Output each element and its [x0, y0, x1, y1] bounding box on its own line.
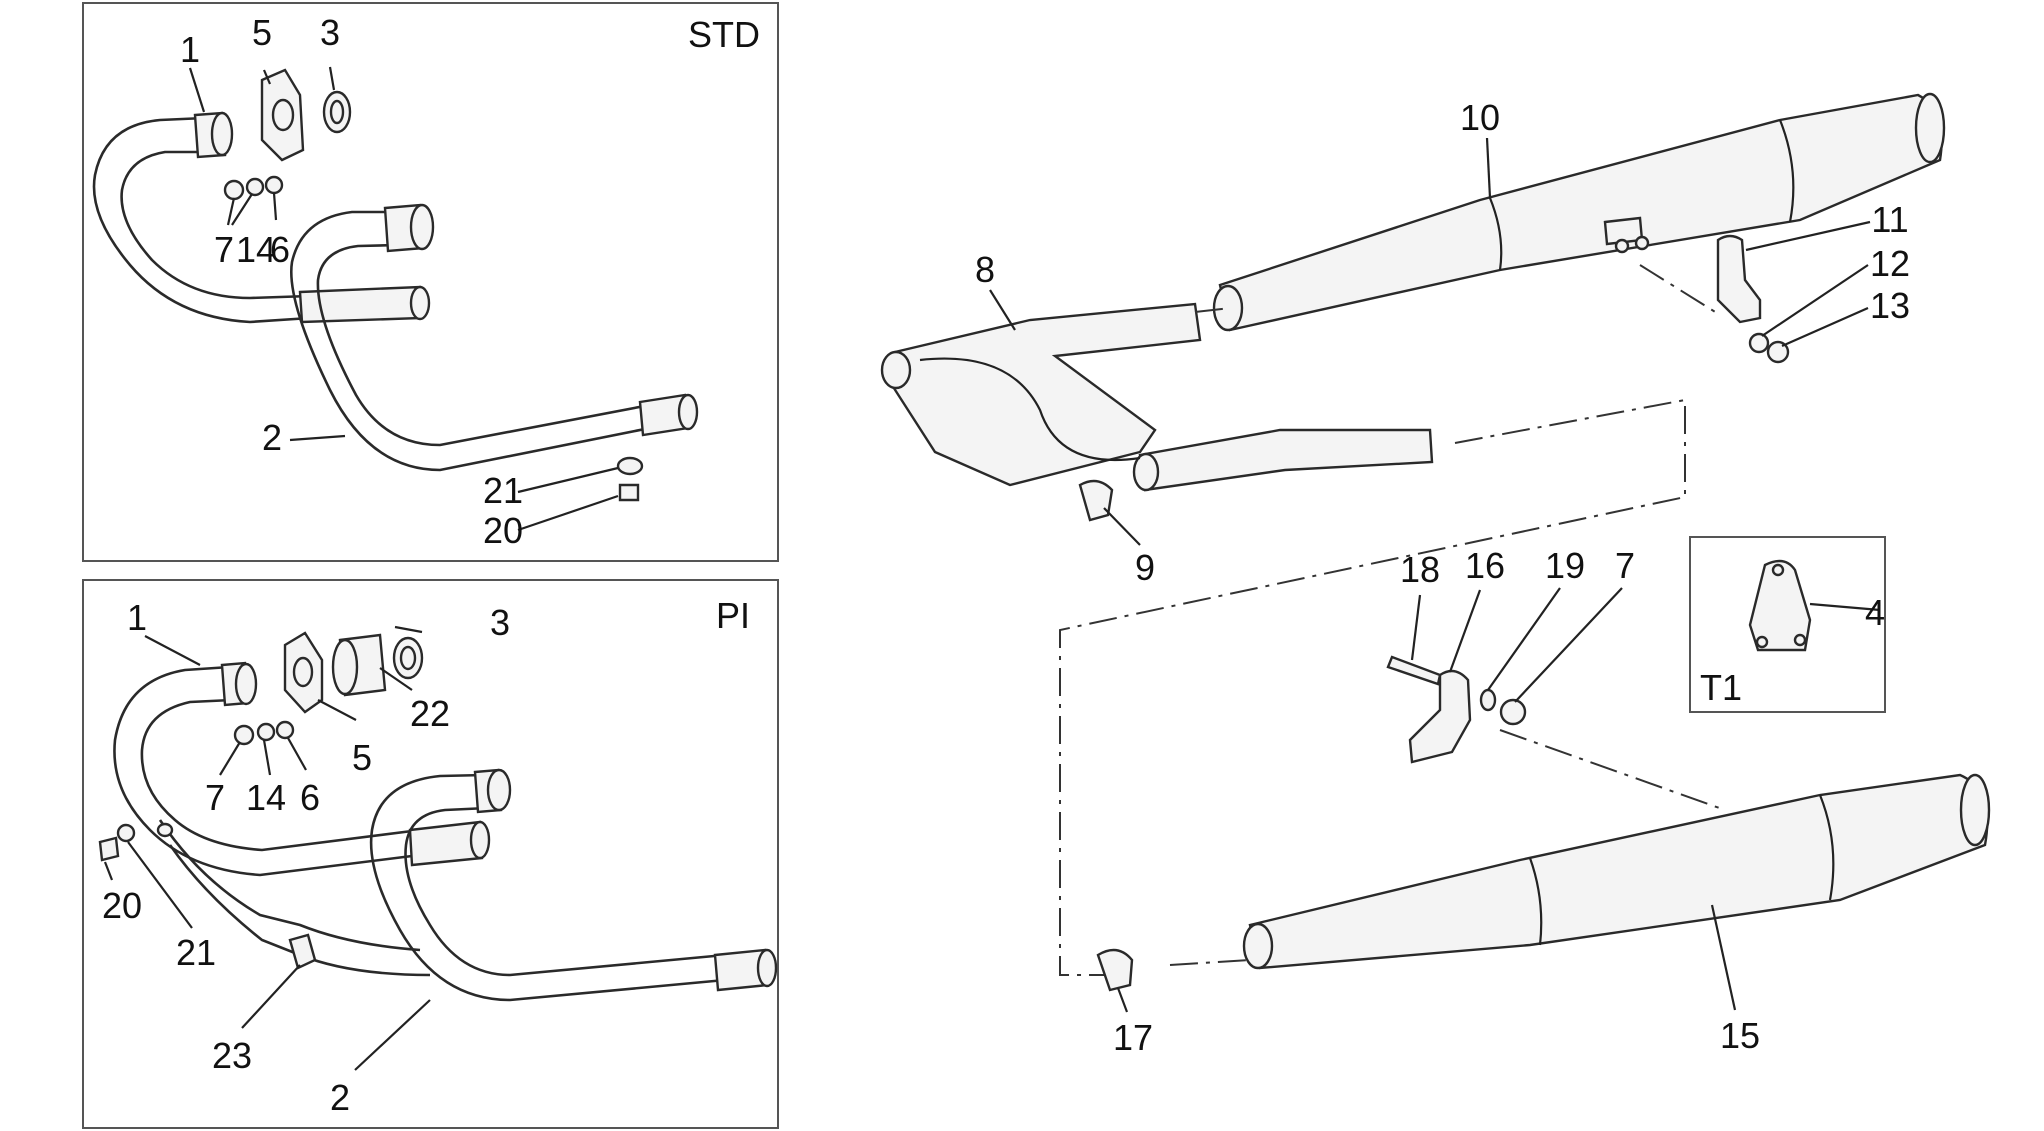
std-exhaust-pipe-2 [290, 203, 699, 472]
muffler-10 [1212, 92, 1946, 332]
callout-15: 15 [1720, 1015, 1760, 1056]
std-callout-21: 21 [483, 470, 523, 511]
muffler-15 [1242, 773, 1991, 970]
callout-8: 8 [975, 249, 995, 290]
bracket-11 [1716, 234, 1762, 324]
pi-panel-frame [82, 579, 779, 1129]
callout-9: 9 [1135, 547, 1155, 588]
pi-callout-7: 7 [205, 777, 225, 818]
callout-10: 10 [1460, 97, 1500, 138]
main-assembly: T1 10 11 12 13 8 9 18 16 19 7 4 17 15 [880, 92, 1991, 1058]
pi-clamp-23 [288, 933, 317, 970]
callout-11: 11 [1871, 199, 1908, 240]
nut-7 [1499, 698, 1527, 726]
pi-callout-21: 21 [176, 932, 216, 973]
pi-washer-6 [275, 720, 295, 740]
std-panel-label: STD [688, 14, 760, 55]
pi-callout-3: 3 [490, 602, 510, 643]
callout-18: 18 [1400, 549, 1440, 590]
std-callout-3: 3 [320, 12, 340, 53]
pi-washer-21 [116, 823, 136, 843]
t1-inset: T1 [1689, 536, 1886, 713]
std-callout-6: 6 [270, 229, 290, 270]
crossover-pipe-8 [880, 302, 1434, 492]
callout-16: 16 [1465, 545, 1505, 586]
std-flange-hole [271, 98, 295, 132]
pi-callout-23: 23 [212, 1035, 252, 1076]
pi-callout-6: 6 [300, 777, 320, 818]
pi-callout-5: 5 [352, 737, 372, 778]
std-callout-20: 20 [483, 510, 523, 551]
pi-plug-20 [98, 836, 120, 862]
washer-19 [1479, 688, 1497, 712]
clamp-17 [1096, 948, 1134, 992]
callout-13: 13 [1870, 285, 1910, 326]
t1-inset-label: T1 [1700, 667, 1742, 708]
std-panel-frame [82, 2, 779, 562]
pi-callout-20: 20 [102, 885, 142, 926]
bracket-plate-4 [1748, 559, 1812, 652]
bolt-18 [1386, 655, 1442, 686]
nut-13 [1766, 340, 1790, 364]
bracket-16 [1408, 669, 1472, 764]
pi-exhaust-pipe-1 [113, 661, 491, 977]
std-callout-14: 14 [236, 229, 276, 270]
std-washer-14 [245, 177, 265, 197]
pi-callout-22: 22 [410, 693, 450, 734]
washer-12 [1748, 332, 1770, 354]
std-panel: STD [82, 2, 779, 562]
std-plug-20 [618, 483, 640, 502]
pi-nut-7 [233, 724, 255, 746]
callout-7: 7 [1615, 545, 1635, 586]
callout-19: 19 [1545, 545, 1585, 586]
pi-callout-2: 2 [330, 1077, 350, 1118]
std-washer-21 [616, 456, 644, 476]
pi-callout-1: 1 [127, 597, 147, 638]
std-callout-7: 7 [214, 229, 234, 270]
pi-exhaust-pipe-2 [369, 768, 778, 1002]
callout-4: 4 [1865, 592, 1885, 633]
std-callout-1: 1 [180, 29, 200, 70]
pi-panel-label: PI [716, 595, 750, 636]
std-exhaust-pipe-1 [92, 111, 431, 324]
callout-17: 17 [1113, 1017, 1153, 1058]
clamp-9 [1078, 479, 1114, 522]
callout-12: 12 [1870, 243, 1910, 284]
std-callout-5: 5 [252, 12, 272, 53]
pi-washer-14 [256, 722, 276, 742]
t1-inset-frame [1689, 536, 1886, 713]
std-callout-2: 2 [262, 417, 282, 458]
pi-panel: PI [82, 579, 779, 1129]
std-nut-7 [223, 179, 245, 201]
pi-callout-14: 14 [246, 777, 286, 818]
std-washer-6 [264, 175, 284, 195]
